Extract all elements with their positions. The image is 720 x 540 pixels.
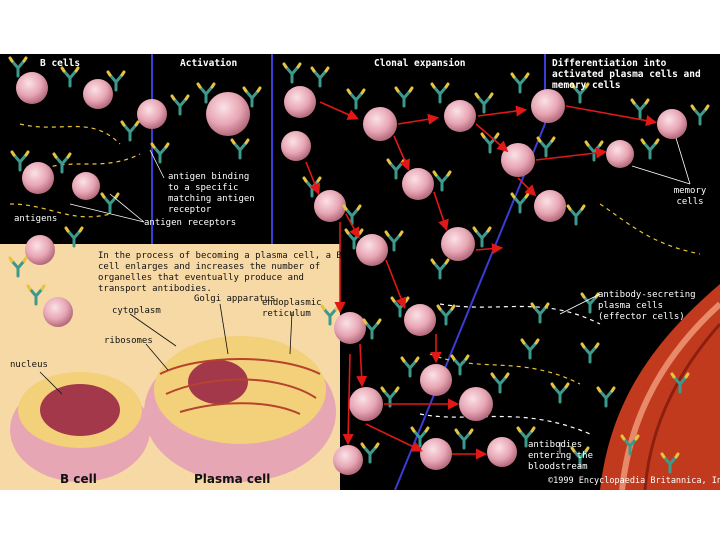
label-antigen-binding: antigen binding to a specific matching a…	[168, 172, 255, 215]
antibody-trails	[9, 123, 701, 435]
inset-b-cell	[10, 372, 150, 482]
cells-activation	[137, 92, 250, 136]
label-er: endoplasmic reticulum	[262, 298, 322, 319]
header-clonal-expansion: Clonal expansion	[374, 58, 466, 69]
stage-dividers	[151, 54, 546, 490]
label-antibodies-entering: antibodies entering the bloodstream	[528, 440, 594, 472]
label-antibody-secreting: antibody-secreting plasma cells (effecto…	[598, 290, 696, 322]
label-cytoplasm: cytoplasm	[112, 306, 161, 316]
header-b-cells: B cells	[40, 58, 81, 69]
label-golgi: Golgi apparatus	[194, 294, 276, 304]
cells-differentiated	[333, 89, 687, 475]
blood-vessel	[600, 284, 720, 490]
b-cell-activation-diagram	[0, 54, 720, 490]
copyright: ©1999 Encyclopaedia Britannica, Inc.	[548, 476, 720, 486]
inset-caption: In the process of becoming a plasma cell…	[98, 251, 342, 294]
header-differentiation: Differentiation into activated plasma ce…	[552, 58, 701, 91]
label-antigen-receptors: antigen receptors	[144, 218, 237, 228]
label-memory-cells: memory cells	[673, 186, 707, 207]
label-plasma-cell: Plasma cell	[194, 472, 271, 486]
inset-leaders	[39, 303, 293, 395]
label-ribosomes: ribosomes	[104, 336, 153, 346]
leader-lines	[69, 137, 691, 454]
expansion-arrows	[305, 101, 658, 460]
inset-plasma-cell	[144, 336, 336, 482]
label-b-cell: B cell	[60, 472, 97, 486]
label-nucleus: nucleus	[10, 360, 48, 370]
label-antigens: antigens	[14, 214, 58, 224]
cells-clonal	[281, 86, 535, 336]
header-activation: Activation	[180, 58, 238, 69]
cells-b	[16, 72, 113, 327]
